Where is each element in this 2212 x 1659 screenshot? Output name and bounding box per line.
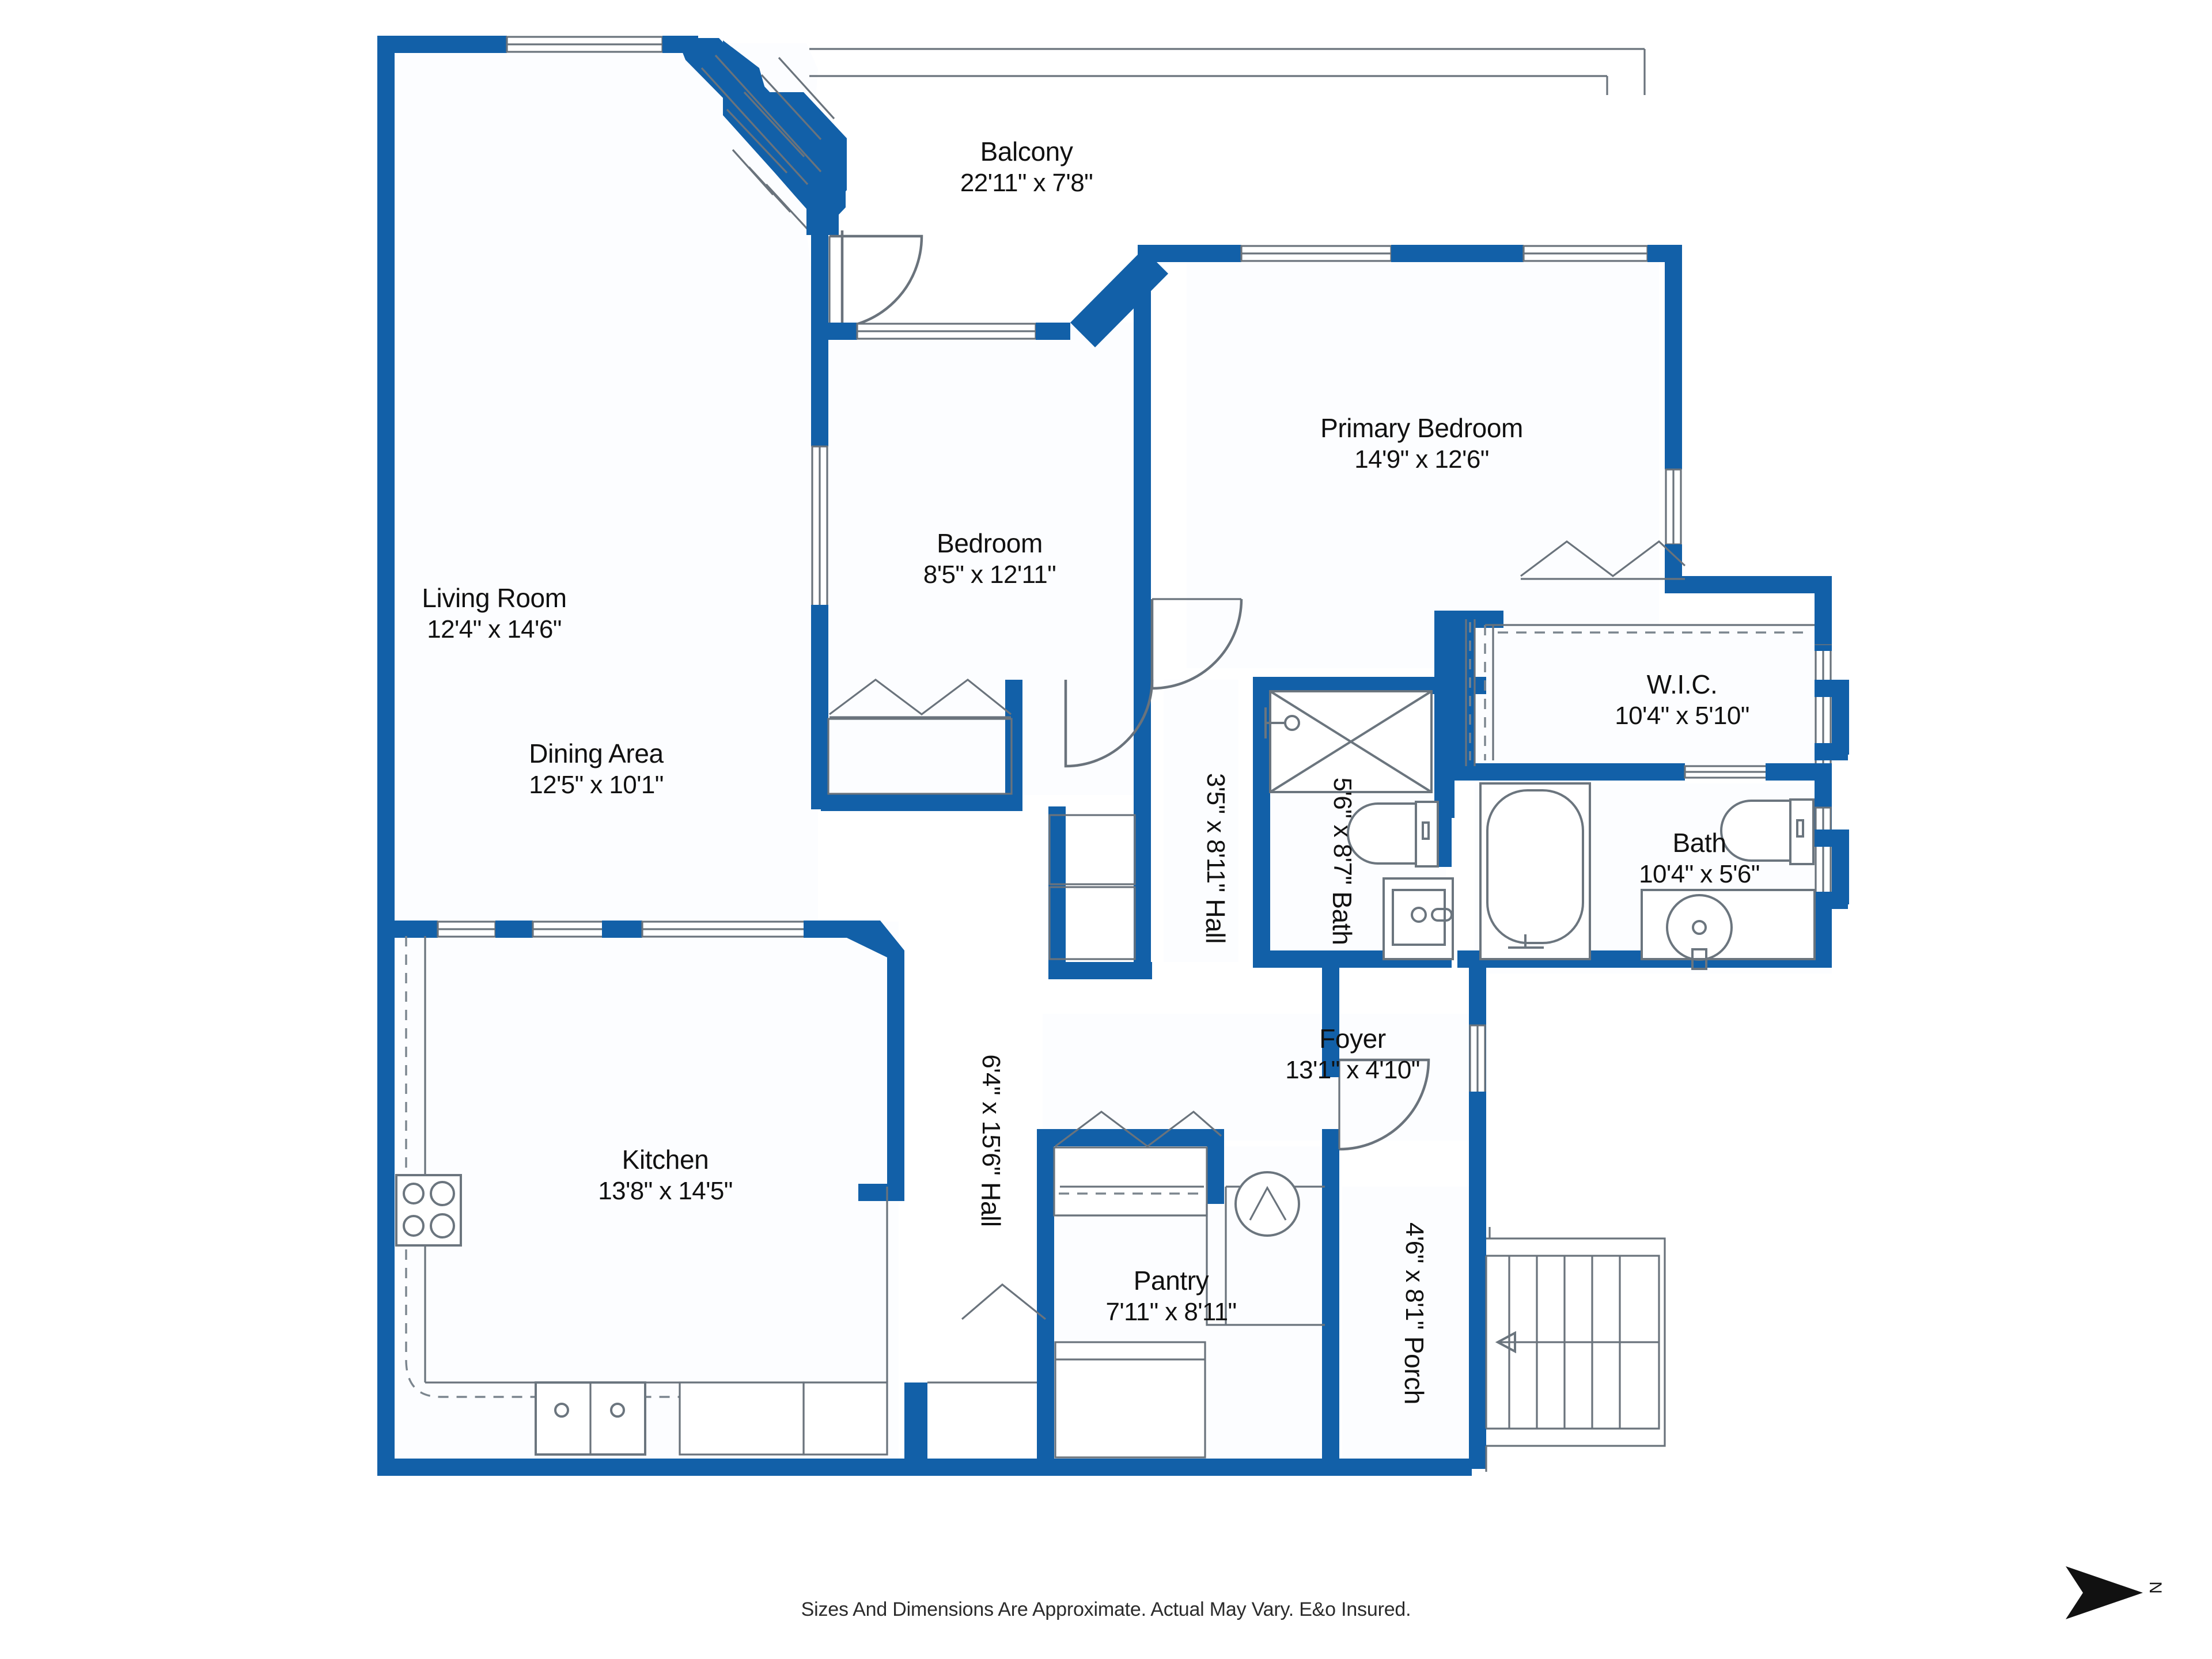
window-bedroom-top [856, 323, 1037, 340]
stove-icon [395, 1174, 462, 1247]
kitchen-lower-cabinets [679, 1381, 1037, 1456]
kitchen-sink-icon [535, 1381, 646, 1456]
hall-closet [1048, 814, 1136, 960]
porch-stairs [1485, 1237, 1666, 1472]
window-primary-right [1665, 468, 1682, 546]
toilet-icon-hall-bath [1347, 801, 1439, 868]
pantry-shelves [1053, 1146, 1208, 1217]
primary-wic-opening [1465, 619, 1476, 766]
disclaimer-text: Sizes And Dimensions Are Approximate. Ac… [801, 1599, 1411, 1620]
interior-walls [377, 262, 1832, 1460]
compass-label: N [2145, 1581, 2165, 1594]
pantry-closet-doors-top [1055, 1110, 1222, 1147]
wic-door-opening [1684, 765, 1772, 779]
bedroom-closet-doors [829, 678, 1012, 718]
bathtub-icon [1479, 782, 1591, 960]
balcony-outline [809, 48, 1646, 95]
wic-shelving [1484, 624, 1815, 760]
window-primary-top-1 [1240, 245, 1392, 262]
toilet-icon-primary-bath [1720, 798, 1815, 865]
pantry-lower-cabinet [1054, 1341, 1206, 1459]
vanity-icon-primary-bath [1641, 889, 1816, 970]
window-kitchen-top-3 [641, 921, 808, 938]
compass: N [2056, 1558, 2189, 1627]
window-foyer-right [1469, 1024, 1486, 1096]
window-kitchen-top-1 [437, 921, 497, 938]
laundry-appliance [1234, 1171, 1300, 1237]
vanity-icon-hall-bath [1382, 877, 1454, 960]
window-kitchen-top-2 [532, 921, 615, 938]
angled-window-hatch [700, 54, 835, 230]
fixtures [840, 230, 1816, 1472]
north-arrow-icon [2066, 1566, 2143, 1619]
pantry-closet-doors-bottom [961, 1283, 1046, 1320]
primary-closet-doors [1520, 540, 1686, 580]
exterior-walls [377, 36, 1849, 1476]
shower-icon [1264, 690, 1433, 793]
window-living-top [506, 36, 664, 53]
window-livingroom-side [811, 445, 828, 609]
window-primary-top-2 [1522, 245, 1649, 262]
